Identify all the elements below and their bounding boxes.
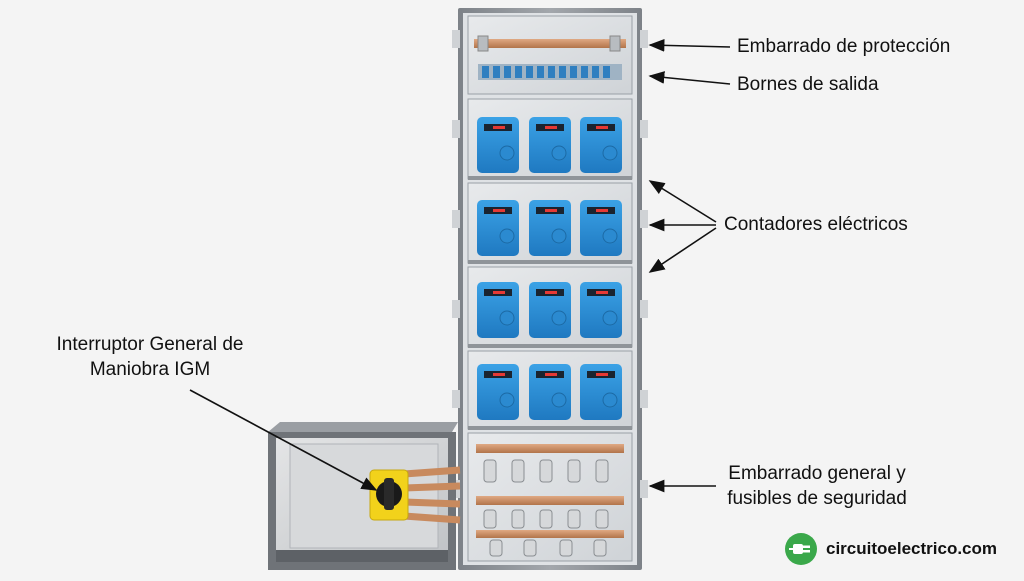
- meter-row-1: [467, 98, 633, 180]
- label-igm: Interruptor General de Maniobra IGM: [40, 332, 260, 382]
- meter-cabinet: [452, 8, 648, 570]
- electric-meter: [580, 117, 622, 173]
- electric-meter: [529, 200, 571, 256]
- electric-meter: [477, 117, 519, 173]
- arrow-embarrado-proteccion: [648, 38, 731, 52]
- general-busbar: [476, 496, 624, 505]
- igm-switch-box: [268, 422, 461, 570]
- label-embarrado-general-line1: Embarrado general y: [728, 463, 906, 484]
- meter-row-2: [467, 182, 633, 264]
- igm-rotary-switch: [369, 469, 409, 521]
- general-busbar: [476, 530, 624, 538]
- electric-meter: [580, 282, 622, 338]
- electric-meter: [477, 282, 519, 338]
- busbar-fuse-section: [467, 432, 633, 562]
- callout-arrows: [189, 38, 731, 493]
- electric-meter: [580, 200, 622, 256]
- electric-meter: [580, 364, 622, 420]
- arrow-contadores-3: [648, 227, 717, 273]
- label-embarrado-general: Embarrado general y fusibles de segurida…: [712, 461, 922, 511]
- mounting-plate: [289, 443, 439, 549]
- electric-meter: [529, 117, 571, 173]
- brand-watermark: circuitoelectrico.com: [784, 532, 997, 566]
- electric-meter: [477, 200, 519, 256]
- meter-row-4: [467, 350, 633, 430]
- label-contadores: Contadores eléctricos: [724, 214, 908, 235]
- plug-logo-icon: [785, 533, 817, 565]
- general-busbar: [476, 444, 624, 453]
- label-igm-line2: Maniobra IGM: [89, 359, 211, 380]
- arrow-contadores-1: [648, 180, 717, 223]
- label-igm-line1: Interruptor General de: [56, 334, 244, 355]
- safety-fuses: [483, 459, 609, 557]
- electric-meter: [529, 282, 571, 338]
- box-lid-edge: [268, 422, 458, 432]
- cabinet-side-tabs: [452, 30, 648, 498]
- arrow-bornes-salida: [648, 71, 731, 85]
- label-embarrado-proteccion: Embarrado de protección: [737, 36, 951, 57]
- arrow-igm: [189, 389, 378, 491]
- igm-copper-bars: [403, 466, 461, 524]
- output-terminals: [478, 64, 622, 80]
- label-bornes-salida: Bornes de salida: [737, 74, 879, 95]
- meter-row-3: [467, 266, 633, 348]
- electric-meter: [477, 364, 519, 420]
- electric-meter: [529, 364, 571, 420]
- protection-busbar: [474, 39, 626, 48]
- protection-section: [467, 15, 633, 95]
- brand-name: circuitoelectrico.com: [826, 539, 998, 558]
- label-embarrado-general-line2: fusibles de seguridad: [727, 488, 907, 509]
